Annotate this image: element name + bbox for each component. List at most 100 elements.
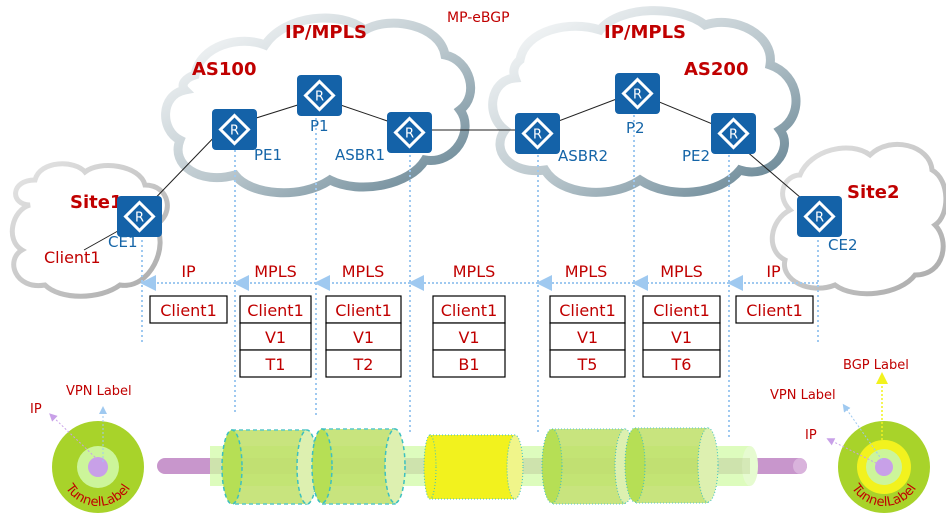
client1-label: Client1 (44, 248, 101, 267)
site1-label: Site1 (70, 192, 122, 213)
router-pe1[interactable]: R PE1 (212, 109, 282, 164)
label-stack-cell (642, 349, 721, 378)
router-icon (615, 73, 660, 114)
ip-pipe-end (793, 458, 807, 474)
label-stack-cell (432, 295, 506, 324)
router-icon (297, 75, 342, 116)
label-stack-cell (642, 295, 721, 324)
label-stack-cell (549, 322, 626, 351)
router-label: P1 (310, 117, 329, 135)
cloud-site2 (769, 141, 946, 297)
router-glyph: R (135, 211, 144, 226)
legend-right-vpn: VPN Label (770, 388, 836, 403)
as200-network-label: IP/MPLS (604, 22, 686, 43)
segment-protocol-label: MPLS (660, 262, 703, 281)
legend-left-ip: IP (30, 402, 42, 417)
router-label: P2 (626, 119, 645, 137)
legend-right-bgp: BGP Label (843, 358, 909, 373)
router-glyph: R (230, 124, 239, 139)
label-stack-value: Client1 (559, 301, 616, 320)
segment-7: IP Client1 (735, 262, 814, 324)
router-glyph: R (315, 90, 324, 105)
as200-label: AS200 (684, 59, 748, 80)
router-diamond-icon (803, 200, 836, 233)
tunnel-segment-t2 (311, 428, 406, 505)
router-label: ASBR2 (558, 147, 608, 165)
router-diamond-icon (621, 77, 654, 110)
router-icon (515, 113, 560, 154)
router-glyph: R (533, 128, 542, 143)
label-stack-cell (549, 349, 626, 378)
label-stack-value: Client1 (441, 301, 498, 320)
ip-arrow (49, 413, 99, 461)
router-ce2[interactable]: R CE2 (797, 196, 858, 254)
router-icon (212, 109, 257, 150)
legend-left-vpn: VPN Label (66, 384, 132, 399)
ip-arrow (826, 438, 881, 466)
router-glyph: R (633, 88, 642, 103)
vpn-arrow (842, 403, 883, 461)
label-stack-value: V1 (353, 328, 374, 347)
router-diamond-icon (717, 117, 750, 150)
router-icon (797, 196, 842, 237)
label-stack-value: T2 (353, 355, 374, 374)
label-stack-cell (239, 349, 312, 378)
segment-protocol-label: MPLS (254, 262, 297, 281)
label-stack-value: T1 (265, 355, 286, 374)
label-stack-cell (432, 322, 506, 351)
router-label: CE2 (828, 236, 858, 254)
router-label: CE1 (108, 233, 138, 251)
segment-protocol-label: IP (766, 262, 781, 281)
label-stack-value: V1 (577, 328, 598, 347)
router-glyph: R (405, 127, 414, 142)
legend-left: IP VPN Label TunnelLabel (30, 384, 144, 513)
label-stack-value: V1 (458, 328, 479, 347)
router-icon (117, 196, 162, 237)
label-stack-value: V1 (671, 328, 692, 347)
router-p2[interactable]: R P2 (615, 73, 660, 137)
router-icon (387, 112, 432, 153)
segment-protocol-label: IP (181, 262, 196, 281)
label-stack-value: Client1 (247, 301, 304, 320)
label-stack-cell (735, 295, 814, 324)
router-label: PE1 (254, 146, 282, 164)
segments: IPClient1MPLSClient1V1T1MPLSClient1V1T2M… (149, 262, 814, 378)
label-stack-value: Client1 (746, 301, 803, 320)
router-diamond-icon (303, 79, 336, 112)
label-stack-value: Client1 (335, 301, 392, 320)
segment-protocol-label: MPLS (342, 262, 385, 281)
legend-right: IP VPN Label BGP Label TunnelLabel (770, 358, 930, 513)
label-stack-cell (149, 295, 228, 324)
ip-core (875, 458, 893, 476)
legend-right-ip: IP (805, 428, 817, 443)
label-stack-value: Client1 (653, 301, 710, 320)
label-stack-value: V1 (265, 328, 286, 347)
tunnel-segment-t1 (221, 429, 318, 505)
router-diamond-icon (521, 117, 554, 150)
segment-protocol-label: MPLS (453, 262, 496, 281)
label-stack-cell (325, 295, 402, 324)
router-glyph: R (815, 211, 824, 226)
router-asbr2[interactable]: R ASBR2 (515, 113, 608, 165)
router-icon (711, 113, 756, 154)
tunnel-segment-t5 (541, 428, 636, 505)
segment-protocol-label: MPLS (565, 262, 608, 281)
bgp-segment-b1 (423, 434, 524, 500)
router-ce1[interactable]: R CE1 (108, 196, 162, 251)
router-p1[interactable]: R P1 (297, 75, 342, 135)
router-glyph: R (729, 128, 738, 143)
label-stack-cell (239, 295, 312, 324)
mp-ebgp-label: MP-eBGP (447, 10, 510, 26)
router-diamond-icon (218, 113, 251, 146)
label-stack-value: B1 (458, 355, 479, 374)
